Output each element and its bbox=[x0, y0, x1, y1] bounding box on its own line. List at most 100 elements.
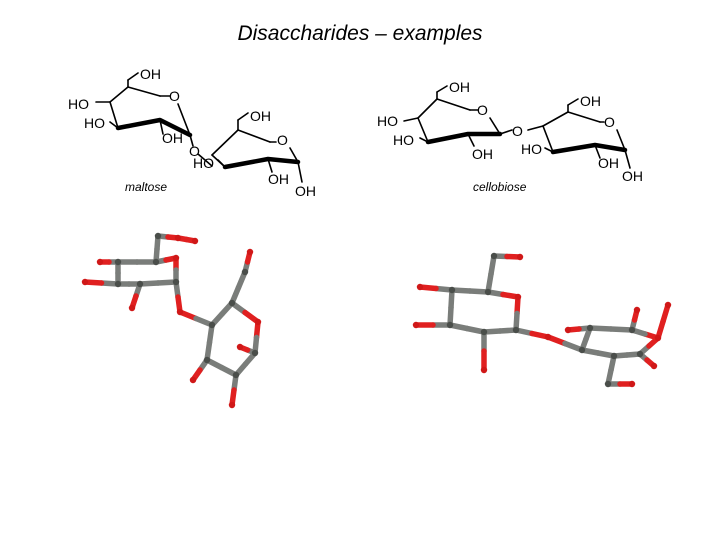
cellobiose-linkage-oxygen: O bbox=[512, 123, 523, 139]
maltose-3d-atom-oxygen-19 bbox=[236, 343, 244, 351]
maltose-3d-atom-carbon-14 bbox=[228, 299, 236, 307]
maltose-ring2-ch2oh-bond bbox=[237, 112, 249, 121]
cellobiose-3d-atom-carbon-6 bbox=[490, 252, 498, 260]
cellobiose-ring2-ho-bond bbox=[544, 147, 554, 153]
cellobiose-ring2-left-bond bbox=[542, 125, 554, 153]
maltose-3d-atom-carbon-6 bbox=[154, 232, 162, 240]
maltose-3d-atom-carbon-0 bbox=[114, 258, 122, 266]
cellobiose-3d-bond-19-1 bbox=[587, 325, 614, 332]
cellobiose-ring2-ch2oh-bond bbox=[567, 98, 579, 106]
maltose-3d-atom-oxygen-11 bbox=[128, 304, 136, 312]
cellobiose-3d-atom-carbon-21 bbox=[604, 380, 612, 388]
maltose-3d-atom-carbon-18 bbox=[251, 349, 259, 357]
cellobiose-3d-atom-carbon-12 bbox=[578, 346, 586, 354]
maltose-ring2-oh-bond-1 bbox=[267, 158, 273, 173]
maltose-ring1-oh-bond bbox=[159, 119, 164, 135]
cellobiose-r2-ring-oxygen: O bbox=[604, 114, 615, 130]
cellobiose-3d-atom-oxygen-18 bbox=[633, 306, 641, 314]
maltose-ring2-ho-bond bbox=[217, 159, 226, 168]
cellobiose-3d-atom-carbon-1 bbox=[484, 288, 492, 296]
maltose-3d-atom-carbon-13 bbox=[208, 321, 216, 329]
maltose-r2-oh-label-2: OH bbox=[295, 183, 316, 199]
maltose-ring2-oh-bond-2 bbox=[297, 161, 303, 183]
maltose-3d-atom-oxygen-2 bbox=[172, 254, 180, 262]
cellobiose-r2-oh-label-2: OH bbox=[622, 168, 643, 184]
cellobiose-r2-oh-label-1: OH bbox=[598, 155, 619, 171]
cellobiose-ring1-left-bond bbox=[417, 117, 429, 143]
maltose-ring1-left-bond bbox=[109, 101, 119, 129]
cellobiose-structure: OH O HO HO OH O OH O HO OH OH cellobiose bbox=[377, 79, 643, 194]
cellobiose-3d-atom-oxygen-8 bbox=[416, 283, 424, 291]
maltose-caption: maltose bbox=[125, 180, 167, 194]
maltose-r2-ring-oxygen: O bbox=[277, 132, 288, 148]
cellobiose-ring1-back-bonds bbox=[417, 98, 471, 119]
maltose-r1-oh-label: OH bbox=[162, 130, 183, 146]
maltose-glycosidic-bond-a bbox=[189, 134, 194, 147]
maltose-3d-atom-oxygen-17 bbox=[254, 318, 262, 326]
maltose-3d-atom-oxygen-9 bbox=[81, 278, 89, 286]
cellobiose-r2-ho-label: HO bbox=[521, 141, 542, 157]
cellobiose-3d-atom-carbon-14 bbox=[610, 352, 618, 360]
maltose-r2-ch2oh-label: OH bbox=[250, 108, 271, 124]
cellobiose-ring2-back-bonds bbox=[542, 111, 601, 127]
cellobiose-glycosidic-bond-b bbox=[527, 125, 544, 131]
cellobiose-ring2-o-bond-b bbox=[616, 129, 626, 151]
cellobiose-3d-atom-oxygen-22 bbox=[628, 380, 636, 388]
cellobiose-ring2-front-bonds bbox=[550, 142, 628, 155]
maltose-3d-atom-carbon-4 bbox=[136, 280, 144, 288]
cellobiose-3d-atom-carbon-5 bbox=[446, 321, 454, 329]
maltose-ring1-ho-bond-2 bbox=[109, 121, 119, 129]
cellobiose-ring1-ho-bond-1 bbox=[403, 117, 419, 122]
cellobiose-glycosidic-bond-a bbox=[499, 129, 513, 135]
maltose-3d-model bbox=[81, 232, 262, 409]
maltose-ring2-front-bonds bbox=[222, 156, 301, 170]
cellobiose-3d-atom-oxygen-10 bbox=[480, 366, 488, 374]
cellobiose-r1-ho-label-2: HO bbox=[393, 132, 414, 148]
cellobiose-3d-atom-carbon-17 bbox=[628, 326, 636, 334]
maltose-3d-atom-oxygen-10 bbox=[96, 258, 104, 266]
cellobiose-3d-bond-19-0 bbox=[608, 326, 635, 333]
maltose-3d-atom-carbon-1 bbox=[152, 258, 160, 266]
maltose-3d-atom-carbon-20 bbox=[232, 371, 240, 379]
cellobiose-3d-atom-oxygen-16 bbox=[654, 334, 662, 342]
cellobiose-ring2-oh-bond-2 bbox=[624, 149, 631, 169]
maltose-3d-atom-oxygen-8 bbox=[191, 237, 199, 245]
cellobiose-r1-ho-label-1: HO bbox=[377, 113, 398, 129]
cellobiose-3d-atom-carbon-15 bbox=[636, 350, 644, 358]
cellobiose-3d-atom-oxygen-19 bbox=[664, 301, 672, 309]
cellobiose-3d-atom-carbon-3 bbox=[512, 326, 520, 334]
maltose-3d-atom-carbon-16 bbox=[241, 268, 249, 276]
cellobiose-caption: cellobiose bbox=[473, 180, 527, 194]
cellobiose-ring1-o-bond-b bbox=[489, 117, 501, 135]
maltose-r2-oh-label-1: OH bbox=[268, 171, 289, 187]
maltose-ring1-o-bond-b bbox=[177, 103, 191, 136]
maltose-ring1-back-bonds bbox=[109, 86, 161, 103]
cellobiose-r2-ch2oh-label: OH bbox=[580, 93, 601, 109]
maltose-3d-atom-oxygen-12 bbox=[176, 308, 184, 316]
cellobiose-3d-atom-oxygen-11 bbox=[544, 333, 552, 341]
maltose-3d-atom-carbon-22 bbox=[203, 356, 211, 364]
cellobiose-3d-atom-carbon-0 bbox=[448, 286, 456, 294]
cellobiose-ring1-ch2oh-bond bbox=[436, 85, 448, 93]
cellobiose-3d-atom-oxygen-9 bbox=[412, 321, 420, 329]
cellobiose-3d-atom-oxygen-7 bbox=[516, 253, 524, 261]
maltose-ring2-back-bonds bbox=[211, 129, 271, 156]
cellobiose-3d-atom-oxygen-2 bbox=[514, 293, 522, 301]
maltose-linkage-oxygen: O bbox=[189, 143, 200, 159]
maltose-r1-ho-label-2: HO bbox=[84, 115, 105, 131]
maltose-r1-ring-oxygen: O bbox=[169, 88, 180, 104]
maltose-r2-ho-label: HO bbox=[193, 155, 214, 171]
cellobiose-3d-atom-carbon-4 bbox=[480, 328, 488, 336]
cellobiose-r1-oh-label: OH bbox=[472, 146, 493, 162]
maltose-3d-atom-oxygen-23 bbox=[189, 376, 197, 384]
cellobiose-ring2-oh-bond-1 bbox=[594, 144, 601, 159]
maltose-3d-atom-carbon-5 bbox=[114, 280, 122, 288]
maltose-3d-atom-oxygen-7 bbox=[174, 234, 182, 242]
cellobiose-r1-ch2oh-label: OH bbox=[449, 79, 470, 95]
maltose-structure: OH O HO HO OH O OH O HO OH OH maltose bbox=[68, 66, 316, 199]
maltose-ring1-ch2oh-bond bbox=[127, 72, 139, 81]
maltose-3d-atom-carbon-3 bbox=[172, 278, 180, 286]
cellobiose-ring1-ho-bond-2 bbox=[419, 137, 429, 143]
